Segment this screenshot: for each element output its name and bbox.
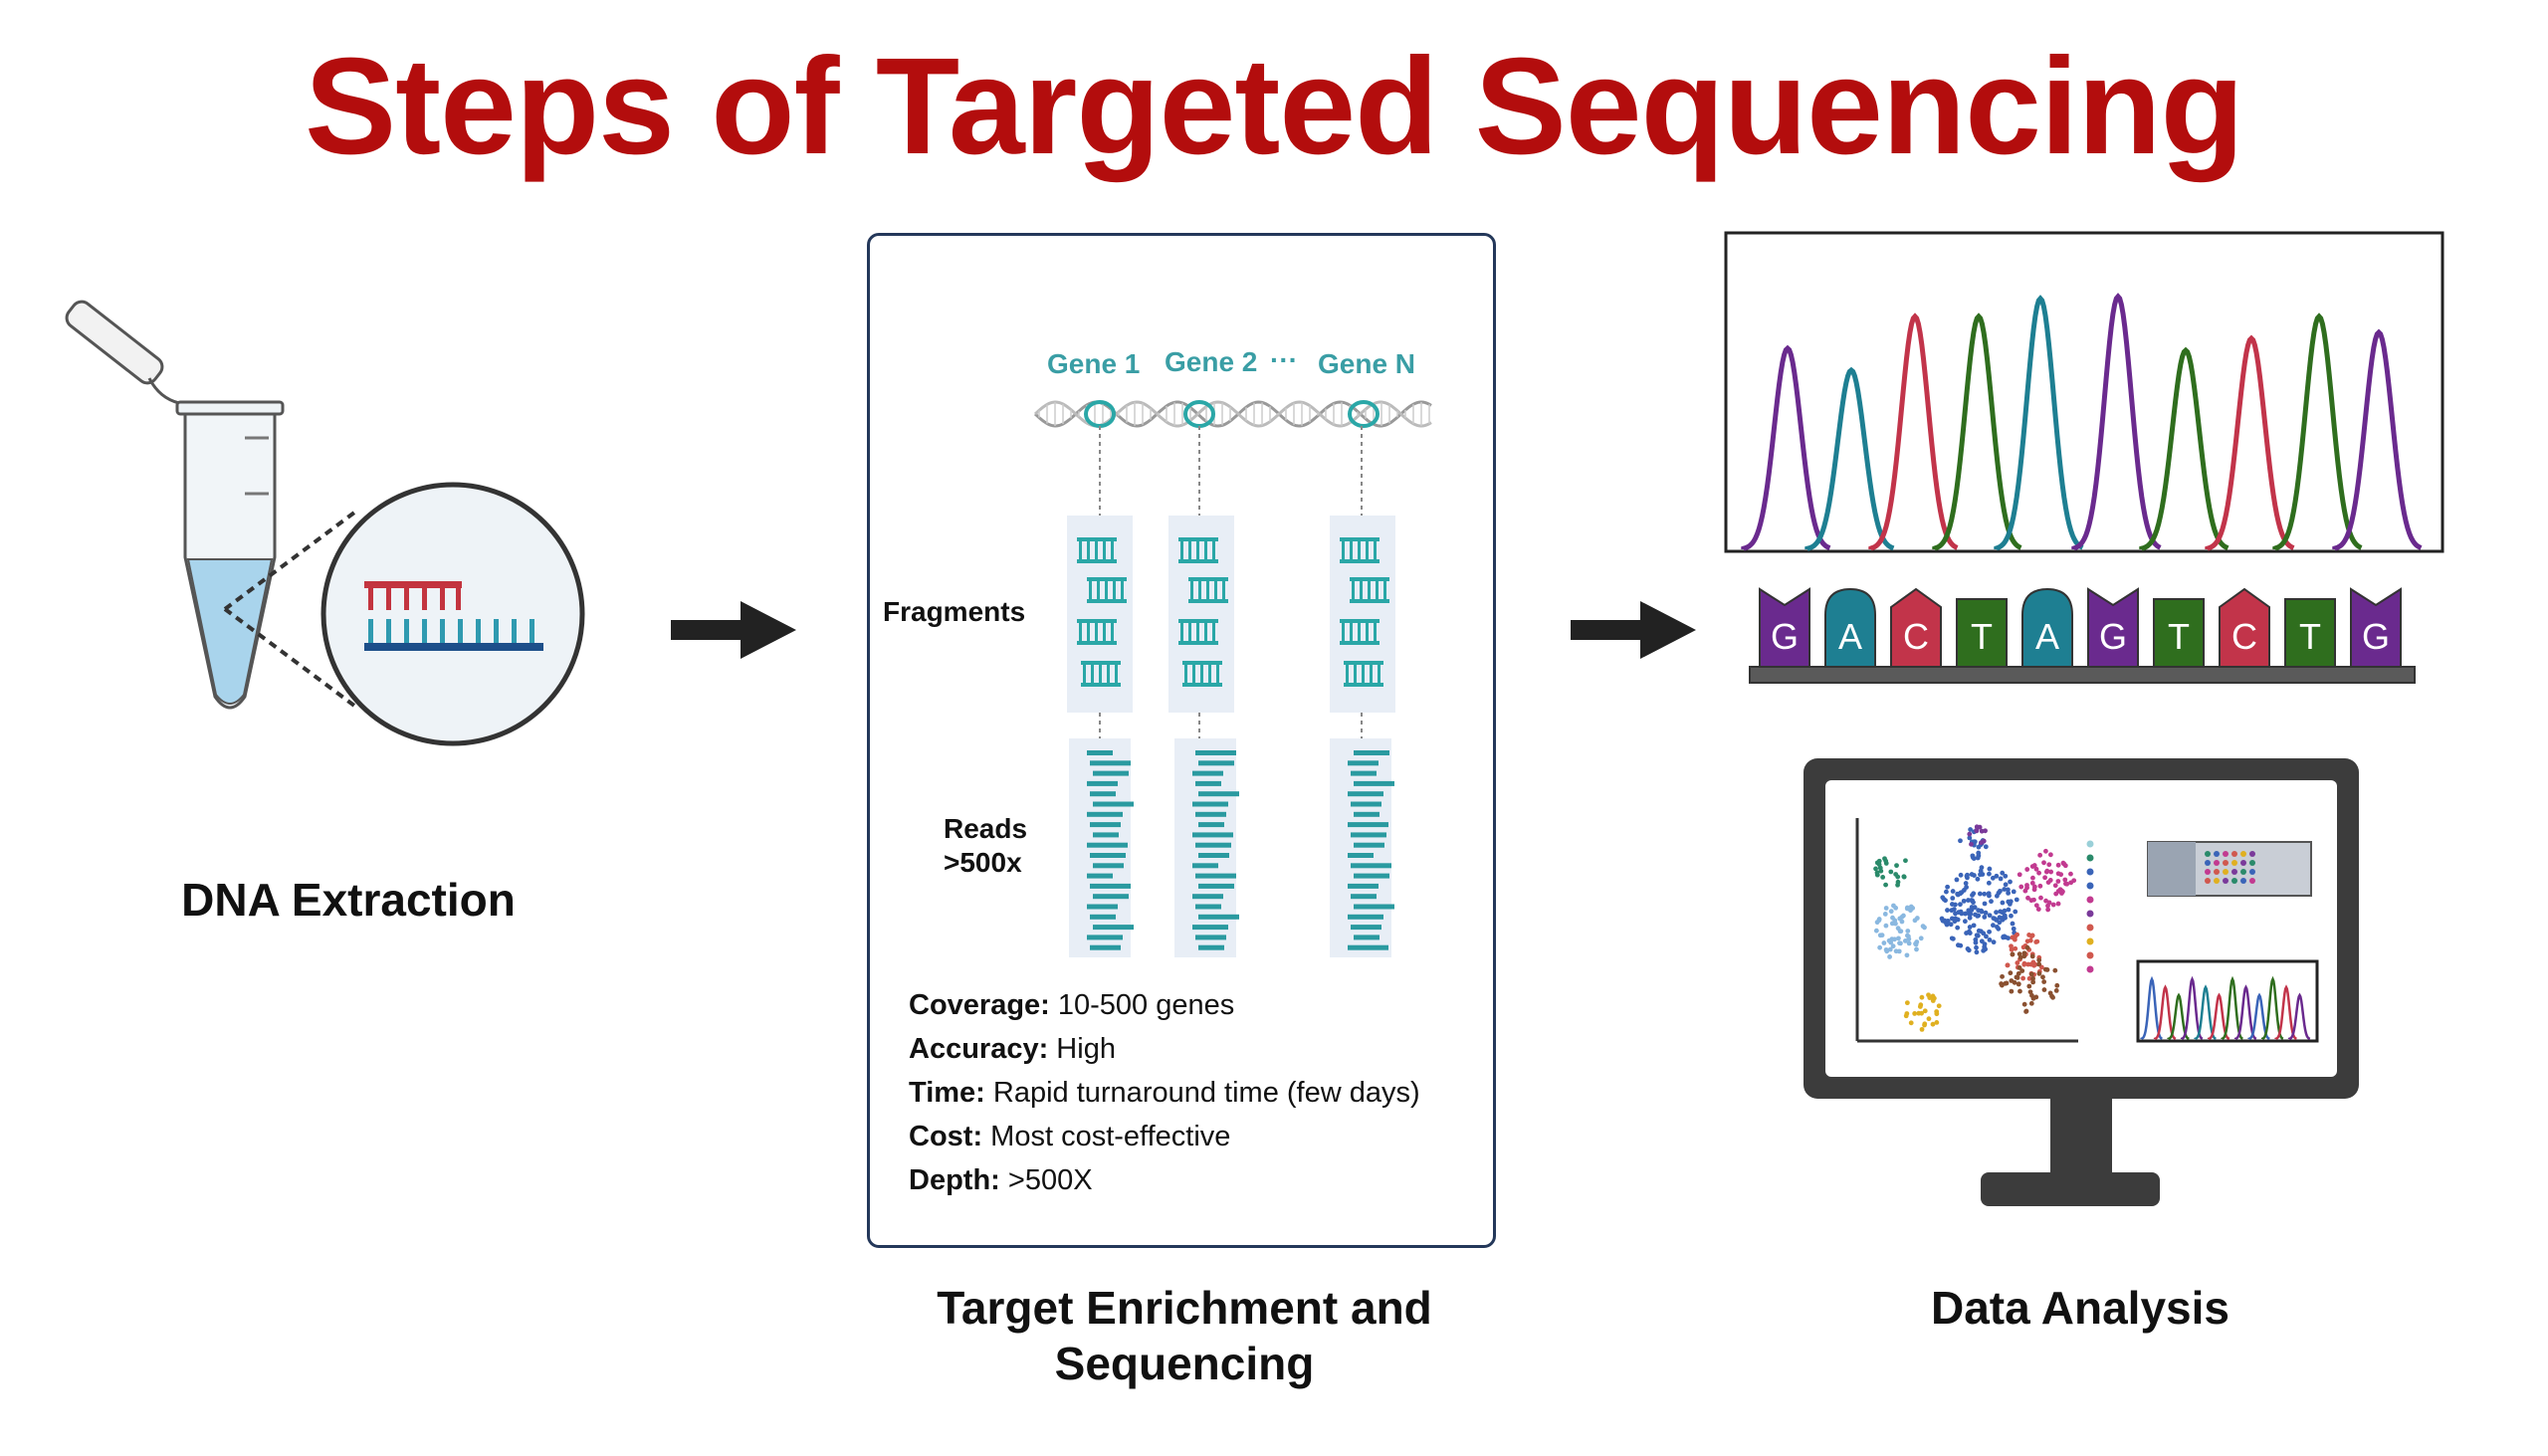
gene-ellipsis: ··· (1270, 344, 1298, 375)
base-letter: A (1838, 616, 1862, 657)
chromatogram-peak (2272, 312, 2363, 551)
chromatogram-peak (2205, 334, 2295, 551)
base-letter: A (2035, 616, 2059, 657)
base-letter: C (1903, 616, 1929, 657)
base-tag (1824, 587, 1876, 668)
base-letter: G (2362, 616, 2390, 657)
chromatogram-peak (1805, 366, 1895, 551)
base-tag (1890, 587, 1942, 668)
reads-label-line1: Reads (944, 813, 1028, 844)
chromatogram-peak (2332, 328, 2423, 551)
right-arrow-icon (671, 601, 796, 659)
chromatogram-peak (1741, 344, 1831, 551)
base-tag (2219, 587, 2270, 668)
stat-cost: Cost: Most cost-effective (909, 1121, 1231, 1152)
step-label-target-line1: Target Enrichment and (937, 1282, 1432, 1334)
base-tag (1759, 587, 1810, 668)
chromatogram-peak (1932, 312, 2022, 551)
reads-label: Reads >500x (944, 812, 1027, 880)
base-letter: C (2231, 616, 2257, 657)
stat-coverage: Coverage: 10-500 genes (909, 989, 1235, 1021)
chromatogram-peak (1994, 295, 2084, 551)
target-enrichment-panel (867, 233, 1496, 1248)
chromatogram-peak (1868, 312, 1959, 551)
base-letter: T (2168, 616, 2190, 657)
step-label-dna-extraction: DNA Extraction (181, 874, 516, 926)
base-letter: G (2099, 616, 2127, 657)
chromatogram-icon (1724, 231, 2444, 553)
stats-list: Coverage: 10-500 genes Accuracy: High Ti… (909, 983, 1420, 1202)
base-letter: G (1771, 616, 1799, 657)
base-letter: T (2299, 616, 2321, 657)
fragment-columns (1067, 516, 1395, 713)
base-tag (1956, 598, 2008, 668)
right-arrow-icon (1571, 601, 1696, 659)
fragments-label: Fragments (883, 596, 1026, 627)
base-tag (2021, 587, 2073, 668)
base-tag (2153, 598, 2205, 668)
gene-label-n: Gene N (1318, 348, 1416, 379)
read-columns (1069, 738, 1394, 957)
base-tag (2087, 587, 2139, 668)
reads-label-line2: >500x (944, 847, 1022, 878)
step-label-target-line2: Sequencing (1054, 1338, 1315, 1389)
monitor-icon (1804, 758, 2359, 1206)
base-tag (2284, 598, 2336, 668)
stat-depth: Depth: >500X (909, 1164, 1093, 1196)
stat-accuracy: Accuracy: High (909, 1033, 1116, 1065)
step-label-target-enrichment: Target Enrichment and Sequencing (876, 1280, 1493, 1391)
gene-label-1: Gene 1 (1047, 348, 1141, 379)
microcentrifuge-tube-icon (65, 300, 285, 710)
magnifier-circle-icon (223, 482, 585, 746)
gene-label-2: Gene 2 (1165, 346, 1258, 377)
base-letter: T (1971, 616, 1993, 657)
base-tag (2350, 587, 2402, 668)
chromatogram-peak (2071, 293, 2162, 551)
chromatogram-peak (2139, 346, 2230, 551)
page-title: Steps of Targeted Sequencing (305, 30, 2244, 183)
stat-time: Time: Rapid turnaround time (few days) (909, 1077, 1420, 1109)
step-label-data-analysis: Data Analysis (1931, 1282, 2230, 1334)
gene-dashed-lines (1099, 426, 1363, 738)
